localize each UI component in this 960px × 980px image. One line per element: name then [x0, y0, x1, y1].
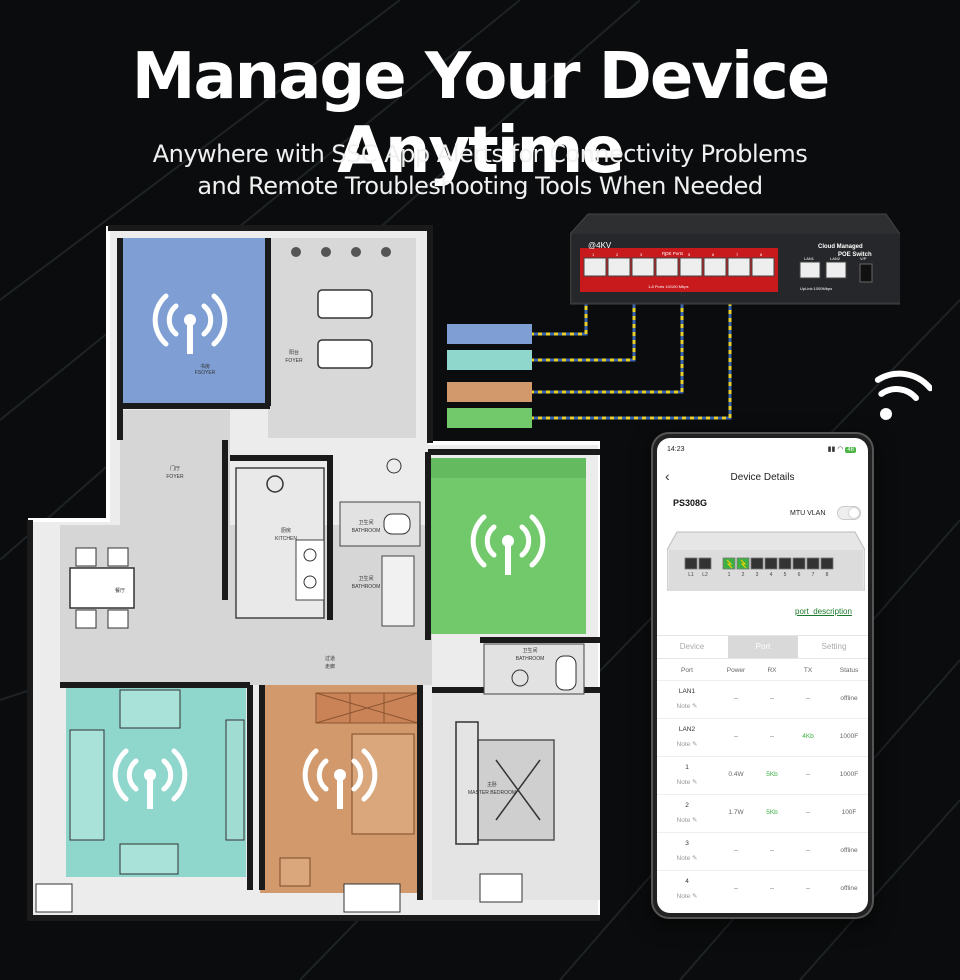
svg-text:8: 8	[826, 572, 829, 578]
network-cables	[530, 288, 732, 420]
svg-text:卫生间: 卫生间	[358, 519, 373, 526]
svg-text:卫生间: 卫生间	[358, 575, 373, 582]
svg-text:L1: L1	[688, 572, 694, 578]
svg-text:阳台: 阳台	[289, 349, 299, 356]
phone: 14:23 ▮▮ ◠ 46 ‹ Device Details PS308G MT…	[651, 432, 874, 919]
app-screen: 14:23 ▮▮ ◠ 46 ‹ Device Details PS308G MT…	[657, 438, 868, 913]
svg-text:POE Switch: POE Switch	[838, 252, 872, 258]
col-tx: TX	[803, 667, 813, 674]
subline-1: Anywhere with SSC App Alerts for Connect…	[152, 140, 808, 168]
table-row[interactable]: LAN2 Note ✎ -- -- 4Kb 1000F	[657, 718, 868, 757]
svg-text:L2: L2	[702, 572, 708, 578]
svg-text:4: 4	[770, 572, 773, 578]
svg-text:6: 6	[712, 252, 715, 257]
svg-text:BATHROOM: BATHROOM	[352, 528, 381, 534]
floor-plan: 书房 FSOYER 阳台 FOYER 门厅 FOYER 厨房 KITCHEN 卫…	[27, 225, 600, 921]
col-power: Power	[726, 667, 746, 674]
svg-text:BATHROOM: BATHROOM	[516, 656, 545, 662]
page-title: Device Details	[730, 472, 795, 483]
port-description-link[interactable]: port_description	[795, 607, 852, 616]
col-port: Port	[681, 667, 693, 674]
tab-bar: Device Port Setting	[657, 635, 868, 659]
poe-switch: @4KV Cloud Managed POE Switch POE Ports …	[570, 213, 900, 305]
strip-green	[447, 408, 532, 428]
svg-text:7: 7	[812, 572, 815, 578]
svg-text:过道: 过道	[325, 655, 335, 662]
svg-text:4: 4	[664, 252, 667, 257]
wifi-signal-icon	[302, 748, 378, 809]
svg-text:LAN2: LAN2	[830, 256, 841, 261]
note-edit[interactable]: Note ✎	[676, 703, 698, 710]
headline: Manage Your Device Anytime	[131, 40, 831, 188]
table-header: Port Power RX TX Status	[657, 667, 868, 679]
col-status: Status	[839, 667, 859, 674]
svg-text:2: 2	[616, 252, 619, 257]
table-row[interactable]: 2 Note ✎ 1.7W 5Kb -- 100F	[657, 794, 868, 833]
wifi-signal-icon	[152, 293, 228, 354]
svg-text:走廊: 走廊	[325, 663, 335, 670]
svg-text:FOYER: FOYER	[166, 474, 184, 480]
wifi-signal-icon	[470, 514, 546, 575]
wifi-icon	[874, 370, 932, 420]
battery-icon: 46	[845, 447, 856, 453]
table-row[interactable]: 4 Note ✎ -- -- -- offline	[657, 870, 868, 909]
svg-text:餐厅: 餐厅	[115, 587, 125, 594]
svg-text:7: 7	[736, 252, 739, 257]
tab-port[interactable]: Port	[728, 636, 798, 658]
col-rx: RX	[767, 667, 777, 674]
svg-text:1: 1	[728, 572, 731, 578]
strip-orange	[447, 382, 532, 402]
mtu-vlan-toggle[interactable]	[837, 506, 861, 520]
wifi-signal-icon	[112, 748, 188, 809]
tab-setting[interactable]: Setting	[821, 642, 847, 651]
svg-text:LAN1: LAN1	[804, 256, 815, 261]
table-row[interactable]: 3 Note ✎ -- -- -- offline	[657, 832, 868, 871]
svg-text:厨房: 厨房	[281, 527, 291, 534]
svg-text:BATHROOM: BATHROOM	[352, 584, 381, 590]
switch-brand: @4KV	[588, 241, 612, 250]
status-bar: 14:23 ▮▮ ◠ 46	[657, 438, 868, 458]
svg-text:MASTER BEDROOM: MASTER BEDROOM	[468, 790, 516, 796]
svg-text:Cloud Managed: Cloud Managed	[818, 244, 863, 250]
svg-text:FOYER: FOYER	[285, 358, 303, 364]
device-name: PS308G	[673, 498, 708, 508]
note-edit[interactable]: Note ✎	[676, 817, 698, 824]
svg-text:门厅: 门厅	[170, 465, 180, 472]
tab-device[interactable]: Device	[679, 642, 705, 651]
svg-text:POE Ports: POE Ports	[662, 251, 684, 256]
svg-text:卫生间: 卫生间	[522, 647, 537, 654]
svg-text:3: 3	[640, 252, 643, 257]
strip-teal	[447, 350, 532, 370]
note-edit[interactable]: Note ✎	[676, 855, 698, 862]
room-label-study: 书房	[200, 363, 210, 370]
subline-2: and Remote Troubleshooting Tools When Ne…	[197, 172, 763, 200]
svg-text:1-8 Ports 10/100 Mbps: 1-8 Ports 10/100 Mbps	[648, 284, 688, 289]
svg-text:KITCHEN: KITCHEN	[275, 536, 297, 542]
svg-text:V/P: V/P	[860, 256, 867, 261]
status-icons: ▮▮ ◠ 46	[827, 446, 856, 453]
svg-text:5: 5	[784, 572, 787, 578]
svg-text:主卧: 主卧	[487, 781, 497, 788]
svg-text:1: 1	[592, 252, 595, 257]
table-row[interactable]: 1 Note ✎ 0.4W 5Kb -- 1000F	[657, 756, 868, 795]
back-arrow-icon[interactable]: ‹	[665, 468, 670, 484]
svg-text:UpLink:1000Mbps: UpLink:1000Mbps	[800, 286, 832, 291]
note-edit[interactable]: Note ✎	[676, 779, 698, 786]
note-edit[interactable]: Note ✎	[676, 741, 698, 748]
svg-text:3: 3	[756, 572, 759, 578]
note-edit[interactable]: Note ✎	[676, 893, 698, 900]
svg-text:FSOYER: FSOYER	[195, 370, 216, 376]
device-port-diagram: L1 L2 1 2 3 4 5 6 7 8	[667, 531, 865, 591]
mtu-vlan-label: MTU VLAN	[790, 510, 826, 517]
svg-text:2: 2	[742, 572, 745, 578]
status-time: 14:23	[667, 446, 685, 453]
svg-text:5: 5	[688, 252, 691, 257]
table-row[interactable]: LAN1 Note ✎ -- -- -- offline	[657, 680, 868, 719]
svg-text:6: 6	[798, 572, 801, 578]
strip-blue	[447, 324, 532, 344]
svg-text:8: 8	[760, 252, 763, 257]
